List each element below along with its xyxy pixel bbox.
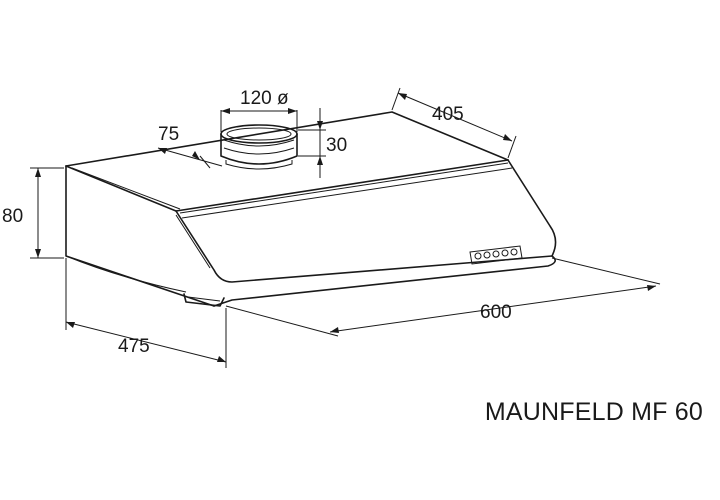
dim-duct-diameter: 120 ø	[220, 88, 298, 132]
dim-height-label: 80	[2, 206, 23, 227]
dim-depth-top-label: 405	[432, 104, 464, 125]
dim-duct-offset: 75	[157, 124, 223, 169]
button-4-icon	[501, 249, 509, 257]
duct-collar	[220, 124, 298, 170]
hood-body	[65, 111, 557, 307]
dim-depth-bottom: 475	[65, 258, 227, 368]
dim-duct-height-label: 30	[326, 135, 347, 156]
dim-width: 600	[225, 257, 661, 337]
control-buttons	[469, 245, 523, 265]
light-housing	[183, 293, 225, 307]
dim-height: 80	[2, 167, 64, 259]
dim-depth-top: 405	[391, 87, 517, 159]
model-name: MAUNFELD MF 60	[484, 398, 703, 426]
button-5-icon	[510, 248, 518, 256]
dim-duct-offset-label: 75	[158, 124, 179, 145]
dim-duct-height: 30	[298, 108, 347, 178]
dim-width-label: 600	[480, 302, 512, 323]
button-1-icon	[474, 252, 482, 260]
dim-depth-bottom-label: 475	[118, 336, 150, 357]
button-3-icon	[492, 250, 500, 258]
button-2-icon	[483, 251, 491, 259]
dim-duct-diameter-label: 120 ø	[240, 88, 289, 109]
